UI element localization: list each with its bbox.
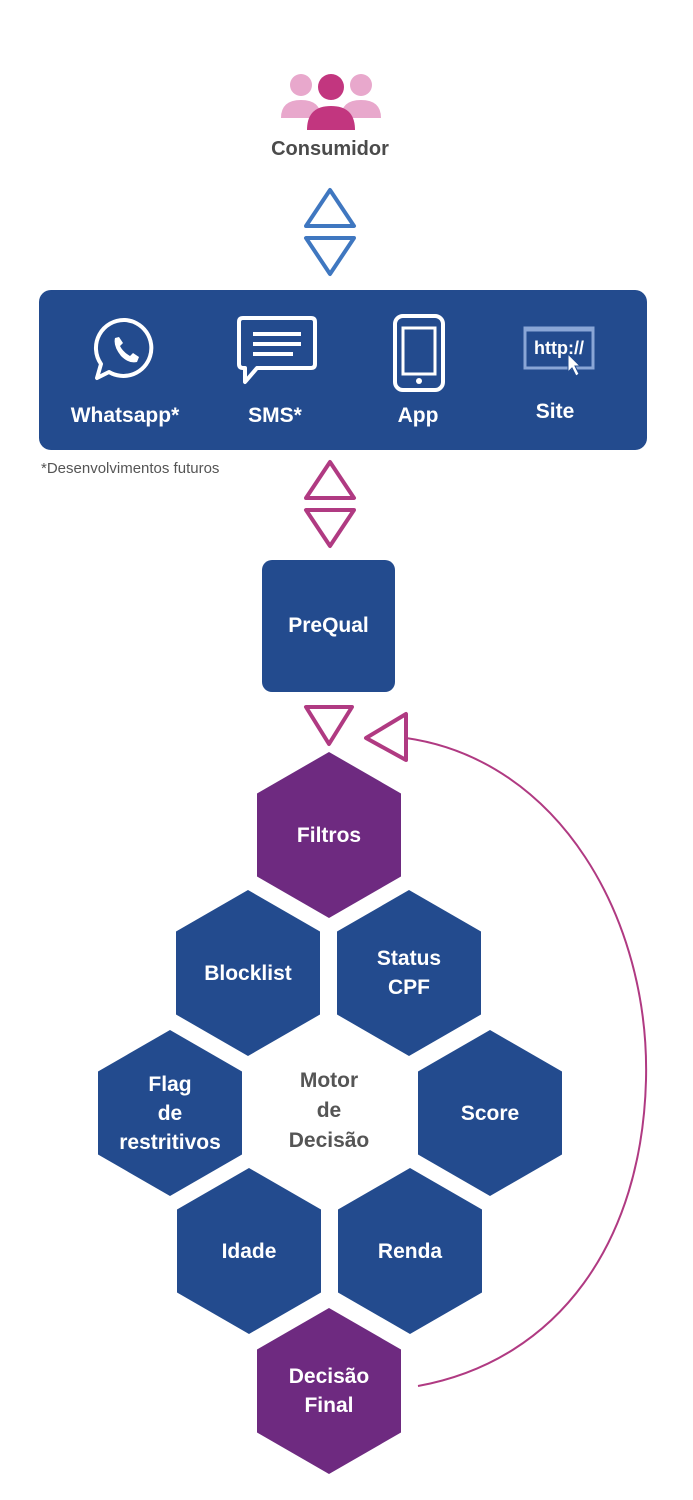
hexagon-label: Idade <box>221 1239 277 1263</box>
filter-hexagon: Filtros <box>257 752 401 918</box>
channel-label: SMS* <box>248 404 302 427</box>
channel-app[interactable]: App <box>342 290 494 450</box>
channel-site[interactable]: http:// Site <box>479 290 631 450</box>
prequal-label: PreQual <box>288 614 369 637</box>
web-browser-icon: http:// <box>523 326 595 377</box>
hexagon-label: Score <box>460 1101 520 1125</box>
hexagon-label: Decisão Final <box>288 1365 370 1417</box>
channel-whatsapp[interactable]: Whatsapp* <box>49 290 201 450</box>
hexagon-label: Renda <box>377 1239 443 1263</box>
hexagon-label: Blocklist <box>204 961 292 985</box>
hexagon-label: Filtros <box>296 823 362 847</box>
footnote: *Desenvolvimentos futuros <box>41 460 220 477</box>
channel-label: Whatsapp* <box>70 404 180 427</box>
hexagon-label: Status CPF <box>376 947 442 999</box>
decision-engine-label: Motor de Decisão <box>288 1069 370 1152</box>
channel-label: Site <box>535 400 575 423</box>
people-group-icon <box>281 74 381 130</box>
bidirectional-arrow-icon <box>304 460 356 548</box>
bidirectional-arrow-icon <box>304 188 356 276</box>
svg-text:http://: http:// <box>534 338 584 358</box>
hexagon-label: Flag de restritivos <box>119 1072 221 1154</box>
prequal-box: PreQual <box>262 560 395 692</box>
sms-chat-icon <box>237 316 317 384</box>
channels-panel: Whatsapp* SMS* App http:// Site <box>39 290 647 450</box>
whatsapp-icon <box>93 317 154 380</box>
channel-sms[interactable]: SMS* <box>199 290 351 450</box>
channel-label: App <box>397 404 439 427</box>
smartphone-icon <box>393 314 445 392</box>
consumer-label: Consumidor <box>271 138 389 160</box>
